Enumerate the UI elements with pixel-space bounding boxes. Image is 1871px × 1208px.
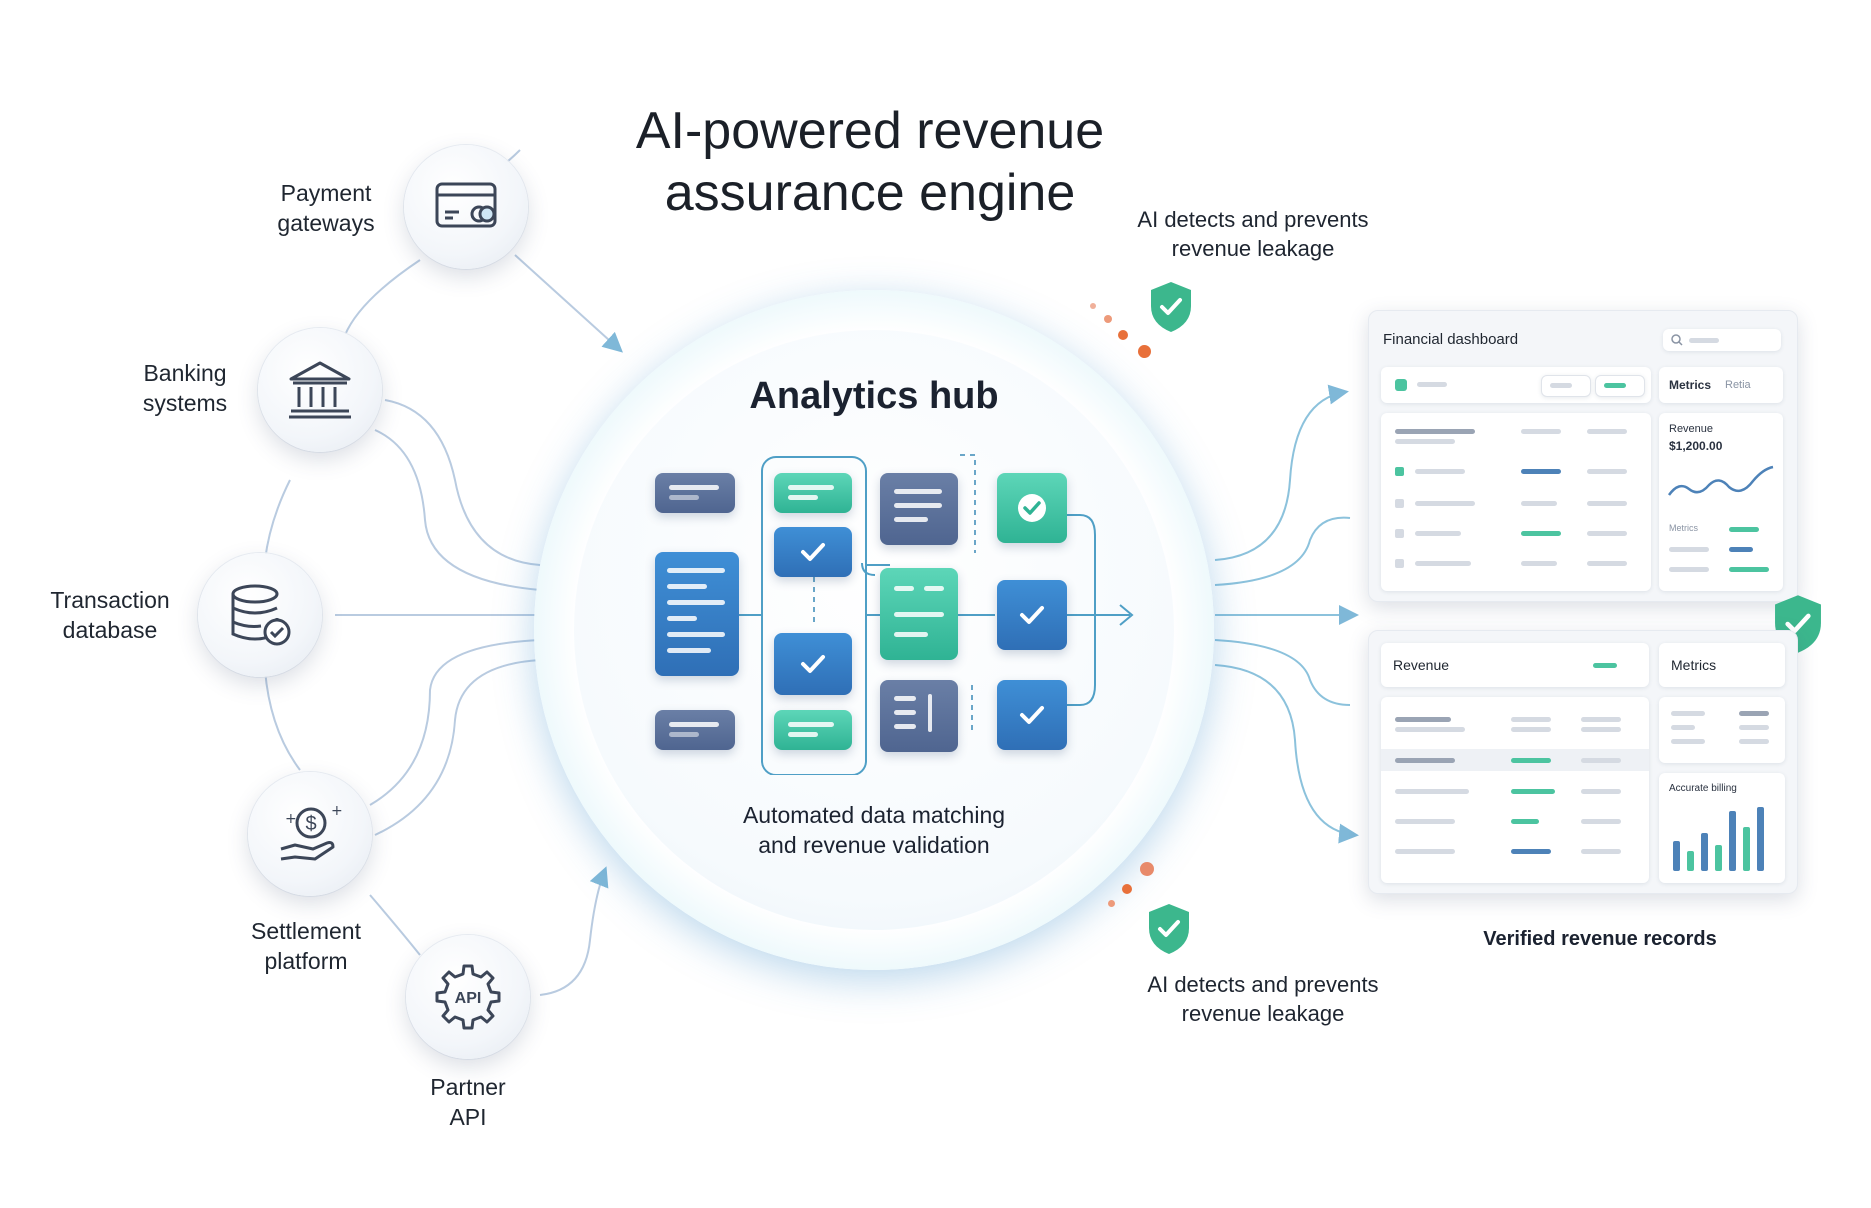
database-check-icon <box>231 584 291 646</box>
search-icon <box>1671 334 1683 346</box>
settlement-label-line-2: platform <box>264 948 348 974</box>
hub-block-doc <box>880 473 958 545</box>
revenue-header-label: Revenue <box>1393 657 1450 673</box>
hub-flow-lines <box>726 454 1134 775</box>
check-icon <box>1020 606 1044 624</box>
check-icon <box>1020 706 1044 724</box>
dashboard-search[interactable] <box>1663 329 1781 351</box>
dashboard-title: Financial dashboard <box>1383 331 1519 348</box>
hub-caption: Automated data matching and revenue vali… <box>674 800 1074 860</box>
credit-card-icon <box>435 182 497 228</box>
hub-block-table <box>655 552 739 676</box>
check-icon <box>801 655 825 673</box>
transaction-label-line-2: database <box>62 617 158 643</box>
check-circle-icon <box>1018 494 1046 522</box>
revenue-widget-label: Revenue <box>1669 423 1714 435</box>
alert-dot <box>1104 315 1112 323</box>
title-line-2: assurance engine <box>664 164 1076 222</box>
alert-dot <box>1140 862 1154 876</box>
alert-dot <box>1118 330 1128 340</box>
accurate-billing-panel: Accurate billing <box>1659 773 1785 883</box>
alert-dot <box>1108 900 1115 907</box>
check-icon <box>801 543 825 561</box>
metrics-select[interactable]: Metrics Retia <box>1659 367 1783 403</box>
payment-gateways-node[interactable] <box>404 145 528 269</box>
bank-icon <box>289 361 351 419</box>
transaction-database-node[interactable] <box>198 553 322 677</box>
partner-label-line-1: Partner <box>430 1074 506 1100</box>
svg-text:$: $ <box>305 813 316 835</box>
transaction-database-label: Transaction database <box>10 585 210 645</box>
metrics-small-label: Metrics <box>1669 523 1698 533</box>
payment-label-line-1: Payment <box>280 180 372 206</box>
financial-dashboard-card: Financial dashboard Metrics Retia <box>1368 310 1798 602</box>
ai-top-line-2: revenue leakage <box>1171 236 1335 261</box>
hub-check-block-4 <box>997 580 1067 650</box>
api-gear-icon: API <box>435 964 501 1030</box>
payment-label-line-2: gateways <box>277 210 375 236</box>
banking-label-line-2: systems <box>142 390 228 416</box>
revenue-widget-value: $1,200.00 <box>1669 439 1723 453</box>
ai-leakage-label-bottom: AI detects and prevents revenue leakage <box>1113 970 1413 1028</box>
svg-text:+: + <box>285 811 297 827</box>
hub-block-sort <box>880 680 958 752</box>
billing-bar-chart <box>1673 807 1764 871</box>
title-line-1: AI-powered revenue <box>635 102 1105 160</box>
alert-dot <box>1090 303 1096 309</box>
partner-api-label: Partner API <box>368 1072 568 1132</box>
verified-records-label: Verified revenue records <box>1483 928 1717 950</box>
filter-dropdown-1[interactable] <box>1541 375 1591 397</box>
filter-dropdown-2[interactable] <box>1595 375 1645 397</box>
alert-dot <box>1122 884 1132 894</box>
banking-systems-node[interactable] <box>258 328 382 452</box>
revenue-widget: Revenue $1,200.00 Metrics <box>1659 413 1783 591</box>
hub-title: Analytics hub <box>749 375 999 417</box>
hub-caption-line-1: Automated data matching <box>742 802 1006 828</box>
page-title: AI-powered revenue assurance engine <box>560 100 1180 224</box>
banking-label-line-1: Banking <box>143 360 227 386</box>
partner-label-line-2: API <box>449 1104 487 1130</box>
ai-leakage-label-top: AI detects and prevents revenue leakage <box>1103 205 1403 263</box>
hub-block-teal-2 <box>774 710 852 750</box>
revenue-table <box>1381 697 1649 883</box>
hub-caption-line-2: and revenue validation <box>758 832 990 858</box>
metrics-select-label: Metrics <box>1669 378 1712 392</box>
shield-check-icon <box>1149 904 1189 954</box>
svg-text:+: + <box>331 803 343 819</box>
settlement-platform-label: Settlement platform <box>206 916 406 976</box>
alert-dot <box>1138 345 1151 358</box>
shield-check-icon <box>1151 282 1191 332</box>
hub-block-slate-1 <box>655 473 735 513</box>
svg-text:API: API <box>455 990 482 1007</box>
hub-check-block-3 <box>997 473 1067 543</box>
hub-block-teal-1 <box>774 473 852 513</box>
hub-check-block-2 <box>774 633 852 695</box>
hub-block-process <box>880 568 958 660</box>
dashboard-table <box>1381 413 1651 591</box>
status-indicator <box>1395 379 1407 391</box>
revenue-line-chart <box>1667 465 1774 496</box>
metrics-panel <box>1659 697 1785 763</box>
hand-coin-icon: $ + + <box>280 803 343 861</box>
ai-bottom-line-1: AI detects and prevents <box>1147 972 1379 997</box>
hub-block-slate-2 <box>655 710 735 750</box>
partner-api-node[interactable]: API <box>406 935 530 1059</box>
metrics-select-value: Retia <box>1725 379 1751 391</box>
billing-label: Accurate billing <box>1669 783 1737 794</box>
ai-bottom-line-2: revenue leakage <box>1181 1001 1345 1026</box>
transaction-label-line-1: Transaction <box>50 587 170 613</box>
ai-top-line-1: AI detects and prevents <box>1137 207 1369 232</box>
revenue-header: Revenue <box>1381 643 1649 687</box>
settlement-platform-node[interactable]: $ + + <box>248 772 372 896</box>
banking-systems-label: Banking systems <box>85 358 285 418</box>
dashboard-filter-bar <box>1381 367 1651 403</box>
metrics-header: Metrics <box>1659 643 1785 687</box>
settlement-label-line-1: Settlement <box>251 918 361 944</box>
hub-check-block-1 <box>774 527 852 577</box>
hub-check-block-5 <box>997 680 1067 750</box>
revenue-records-card: Revenue Metrics Accurate billing <box>1368 630 1798 894</box>
metrics-header-label: Metrics <box>1671 657 1717 673</box>
payment-gateways-label: Payment gateways <box>226 178 426 238</box>
